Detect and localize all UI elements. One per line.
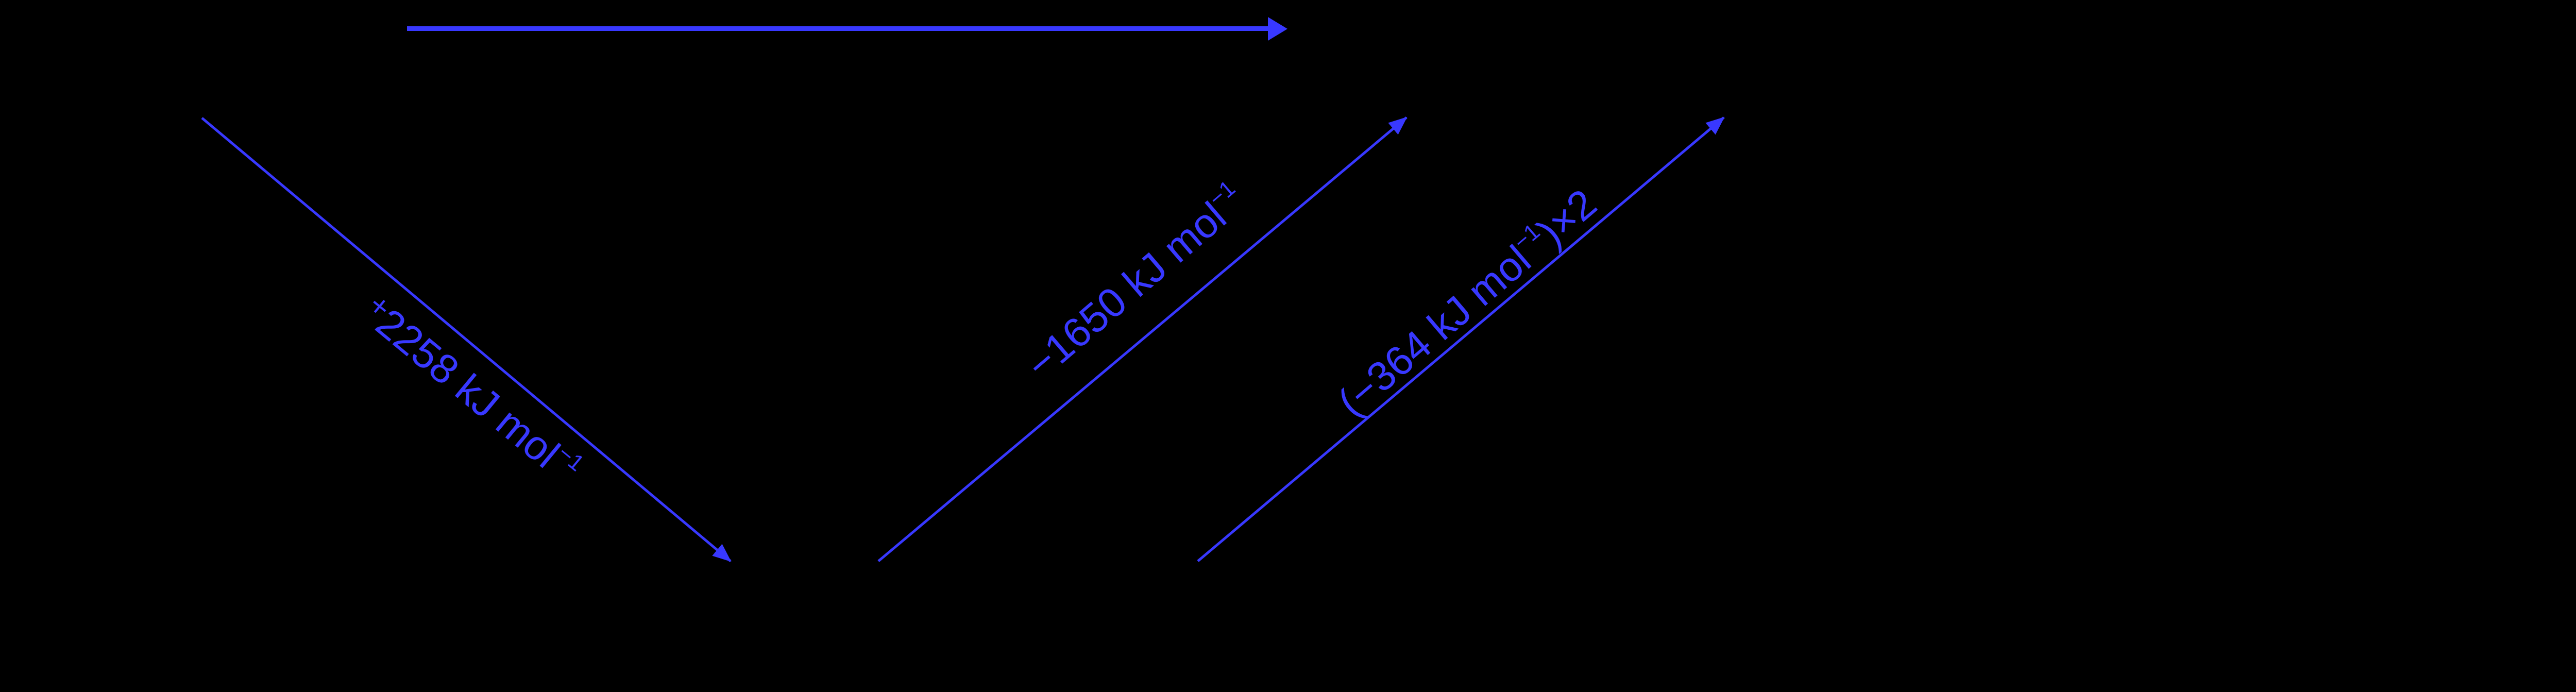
arrow-line [877, 116, 1408, 562]
arrowhead-right-icon [1268, 17, 1287, 41]
arrow-line [201, 117, 732, 562]
arrow-plus-2258 [201, 117, 732, 562]
arrow-line [1197, 116, 1725, 562]
arrow-minus-364-x2 [1197, 116, 1725, 562]
arrow-minus-1650 [877, 116, 1408, 562]
top-horizontal-arrow [407, 17, 1287, 41]
